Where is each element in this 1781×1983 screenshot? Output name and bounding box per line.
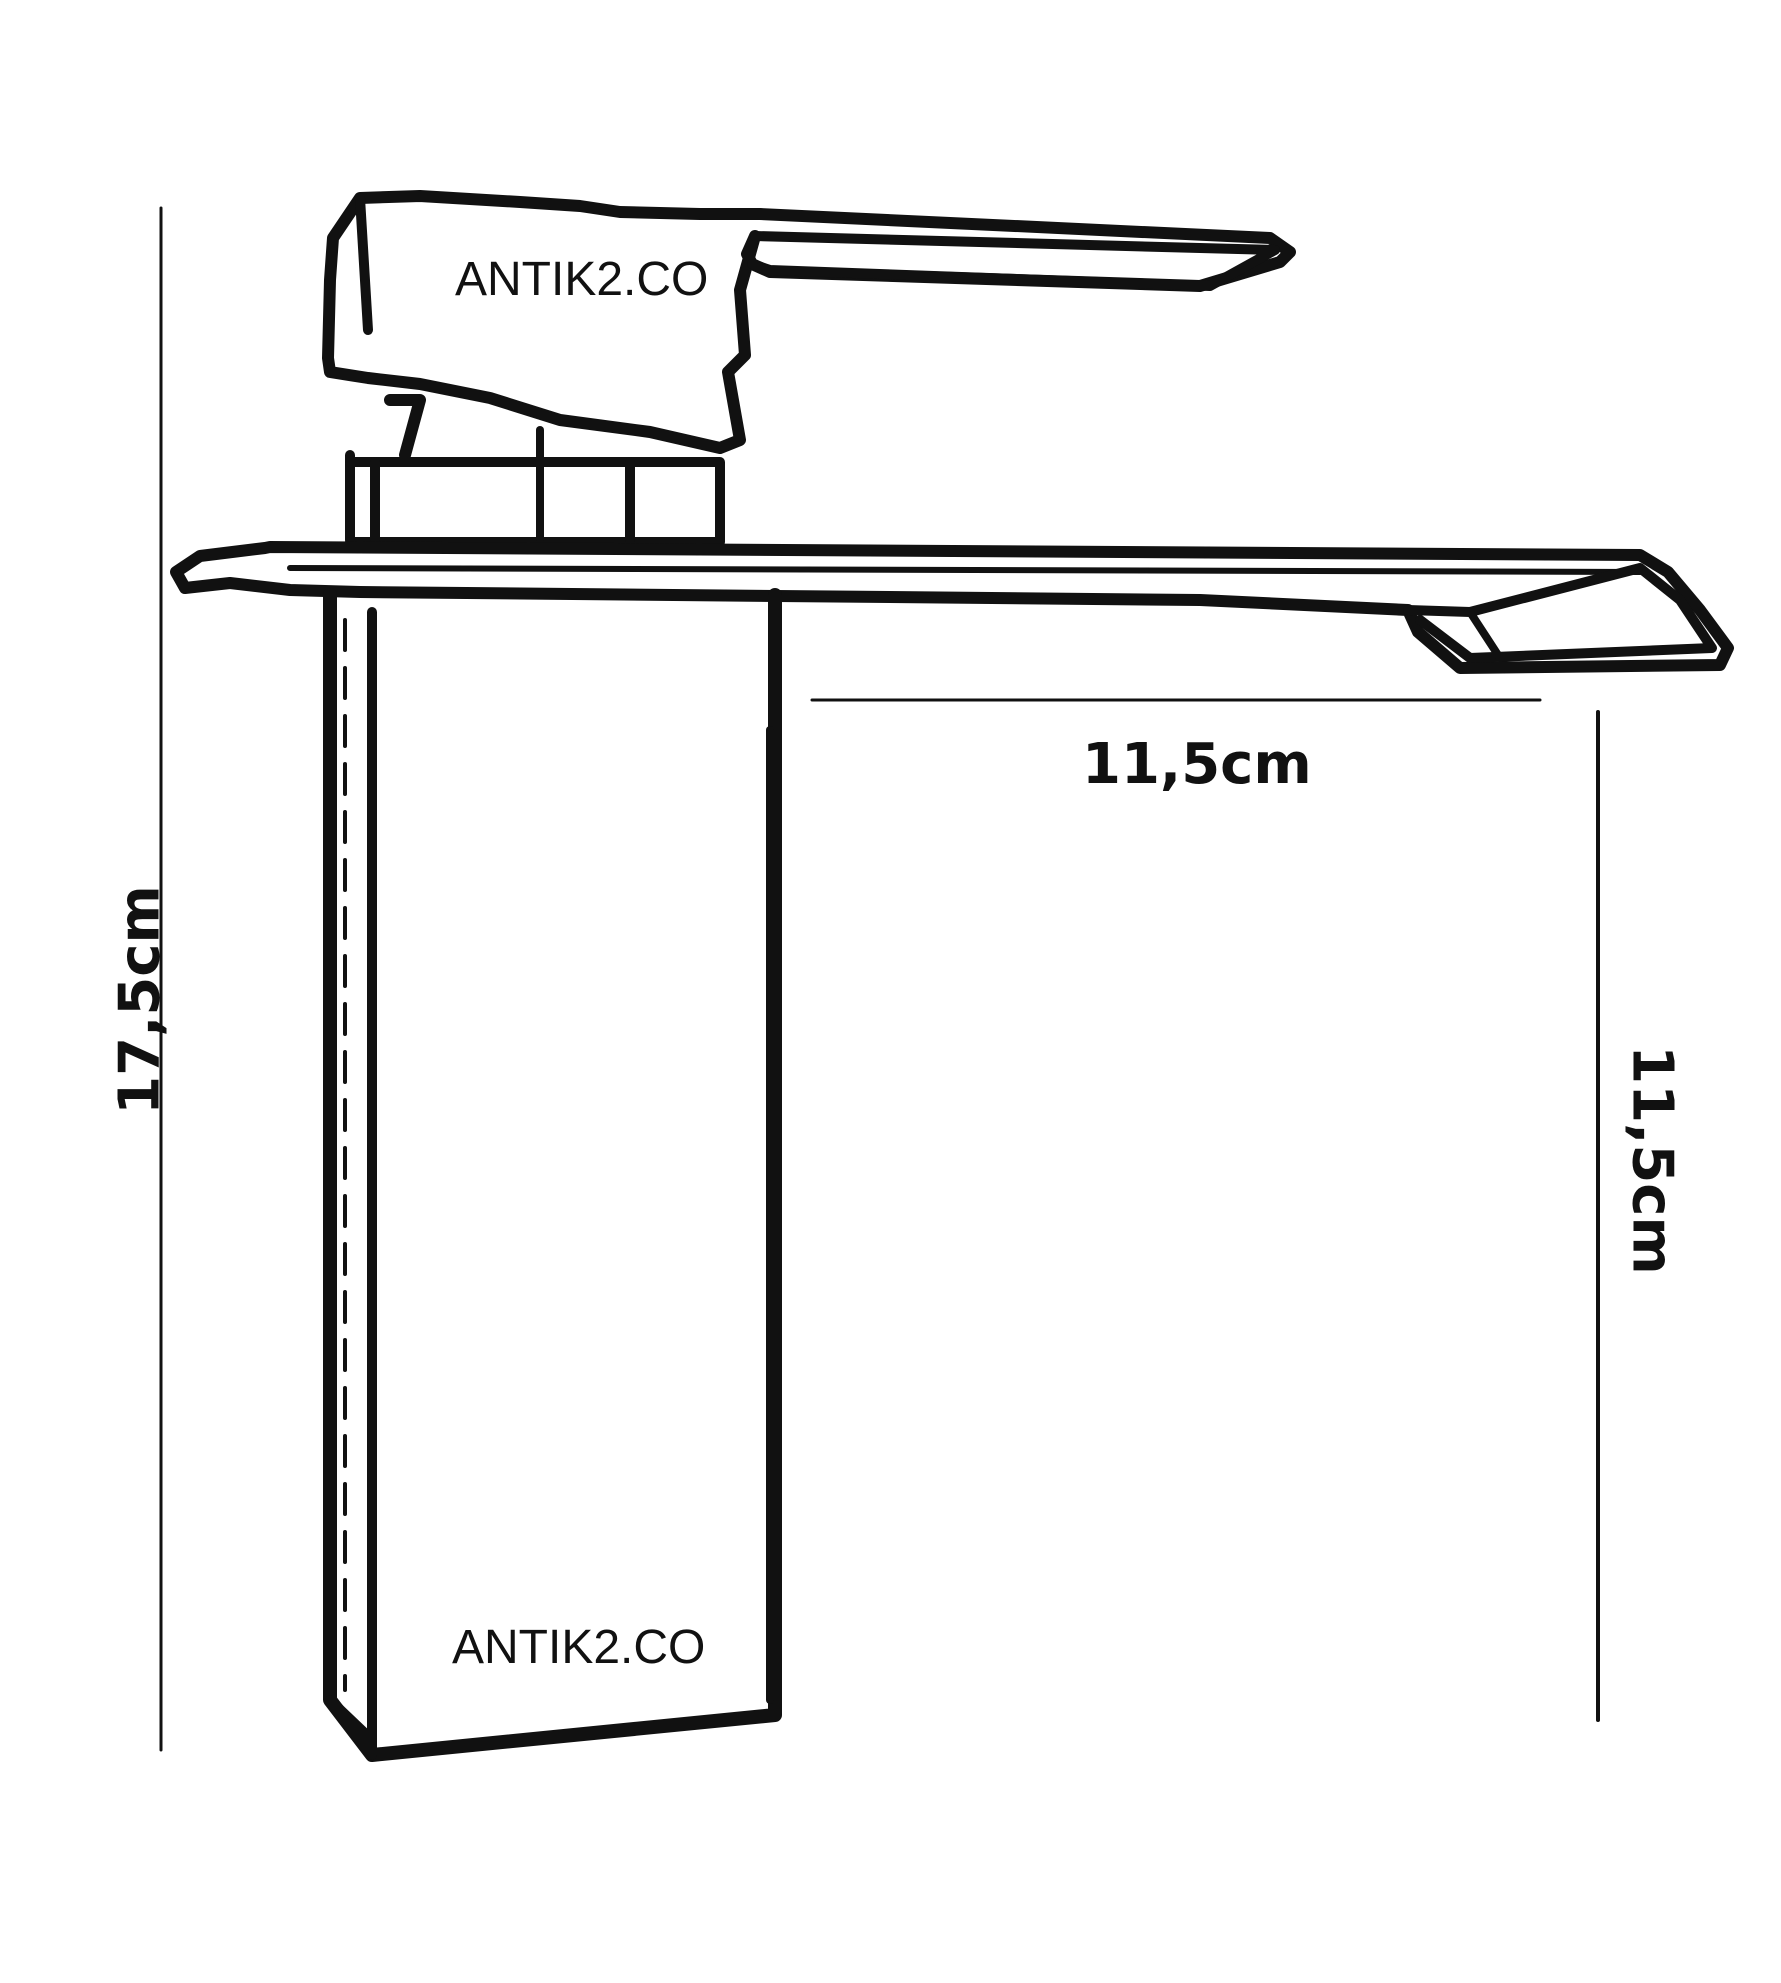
spout-height-label: 11,5cm bbox=[1619, 1045, 1685, 1275]
spout-reach-label: 11,5cm bbox=[1082, 732, 1312, 797]
watermark-top: ANTIK2.CO bbox=[455, 253, 709, 306]
cartridge-body bbox=[345, 394, 725, 547]
watermark-bottom: ANTIK2.CO bbox=[452, 1621, 706, 1674]
spout bbox=[170, 541, 1734, 674]
total-height-label: 17,5cm bbox=[107, 885, 173, 1115]
lever-handle bbox=[322, 190, 1296, 454]
faucet-body bbox=[323, 588, 782, 1762]
